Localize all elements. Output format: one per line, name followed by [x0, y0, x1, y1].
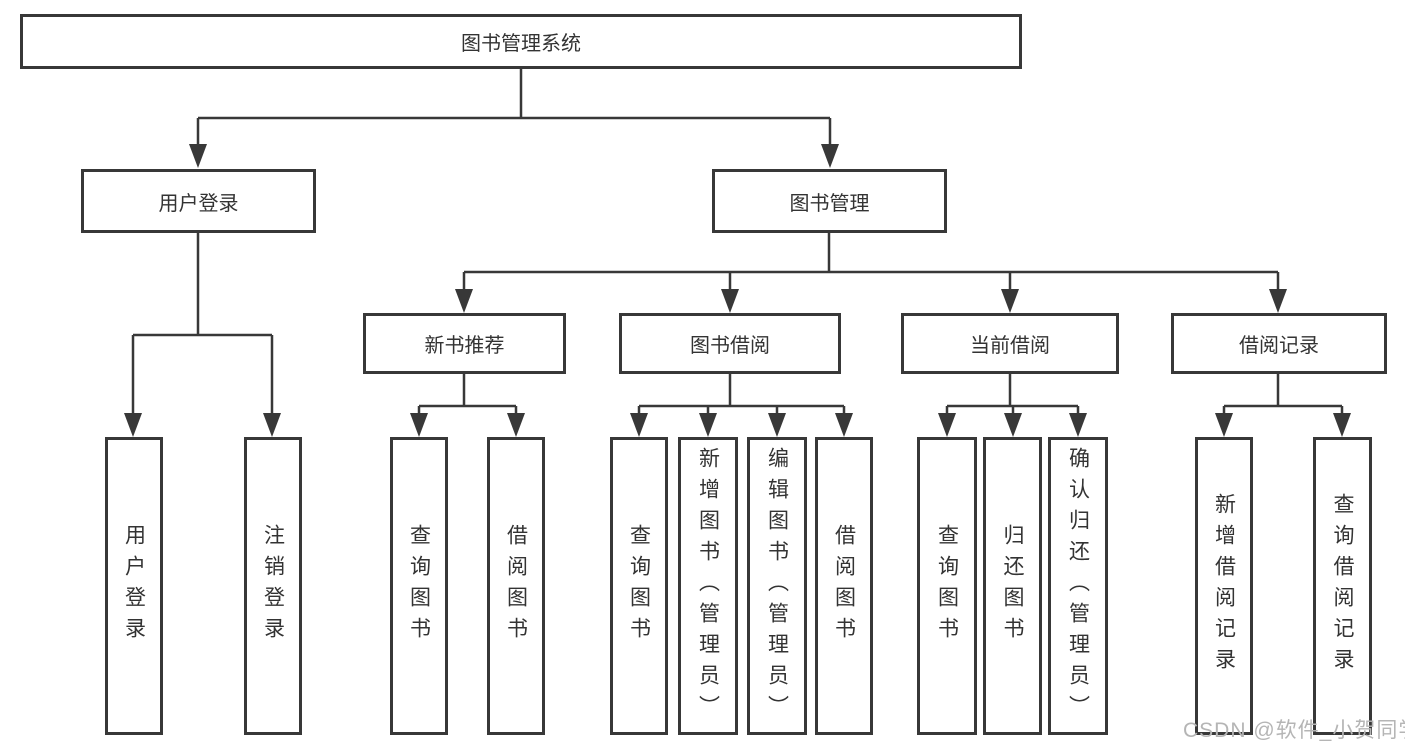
leaf-confirm-return-admin: 确认归还（管理员） — [1048, 437, 1108, 735]
node-book-borrow: 图书借阅 — [619, 313, 841, 374]
node-label: 借阅记录 — [1239, 335, 1319, 357]
node-current-borrow: 当前借阅 — [901, 313, 1119, 374]
leaf-edit-books-admin: 编辑图书（管理员） — [747, 437, 807, 735]
leaf-borrow-books-recommend: 借阅图书 — [487, 437, 545, 735]
node-label: 新书推荐 — [424, 335, 505, 357]
leaf-query-books-current: 查询图书 — [917, 437, 977, 735]
node-label: 查询图书 — [627, 524, 651, 648]
node-user-login-branch: 用户登录 — [81, 169, 316, 233]
node-label: 归还图书 — [1001, 524, 1024, 648]
node-label: 图书借阅 — [690, 335, 770, 357]
leaf-query-borrow-record: 查询借阅记录 — [1313, 437, 1372, 735]
node-label: 用户登录 — [122, 524, 146, 648]
node-label: 当前借阅 — [970, 335, 1050, 357]
leaf-logout: 注销登录 — [244, 437, 302, 735]
leaf-add-books-admin: 新增图书（管理员） — [678, 437, 738, 735]
node-new-book-recommend: 新书推荐 — [363, 313, 566, 374]
node-root-system: 图书管理系统 — [20, 14, 1022, 69]
node-label: 查询借阅记录 — [1331, 493, 1354, 679]
leaf-borrow-books: 借阅图书 — [815, 437, 873, 735]
leaf-return-books: 归还图书 — [983, 437, 1042, 735]
node-label: 注销登录 — [261, 524, 285, 648]
node-label: 编辑图书（管理员） — [765, 446, 789, 726]
leaf-query-books-recommend: 查询图书 — [390, 437, 448, 735]
node-label: 图书管理 — [789, 192, 870, 215]
arrowheads — [124, 144, 1351, 437]
node-book-management-branch: 图书管理 — [712, 169, 947, 233]
leaf-user-login: 用户登录 — [105, 437, 163, 735]
leaf-add-borrow-record: 新增借阅记录 — [1195, 437, 1253, 735]
node-borrow-records: 借阅记录 — [1171, 313, 1387, 374]
node-label: 查询图书 — [935, 524, 959, 648]
node-label: 用户登录 — [158, 192, 239, 215]
leaf-query-books-borrow: 查询图书 — [610, 437, 668, 735]
csdn-watermark: CSDN @软件_小贺同学 — [1183, 719, 1405, 742]
node-label: 确认归还（管理员） — [1066, 446, 1090, 726]
node-label: 借阅图书 — [832, 524, 856, 648]
node-label: 新增图书（管理员） — [696, 446, 720, 726]
node-label: 借阅图书 — [504, 524, 528, 648]
node-label: 查询图书 — [407, 524, 431, 648]
node-label: 新增借阅记录 — [1212, 493, 1236, 679]
node-label: 图书管理系统 — [461, 33, 581, 55]
